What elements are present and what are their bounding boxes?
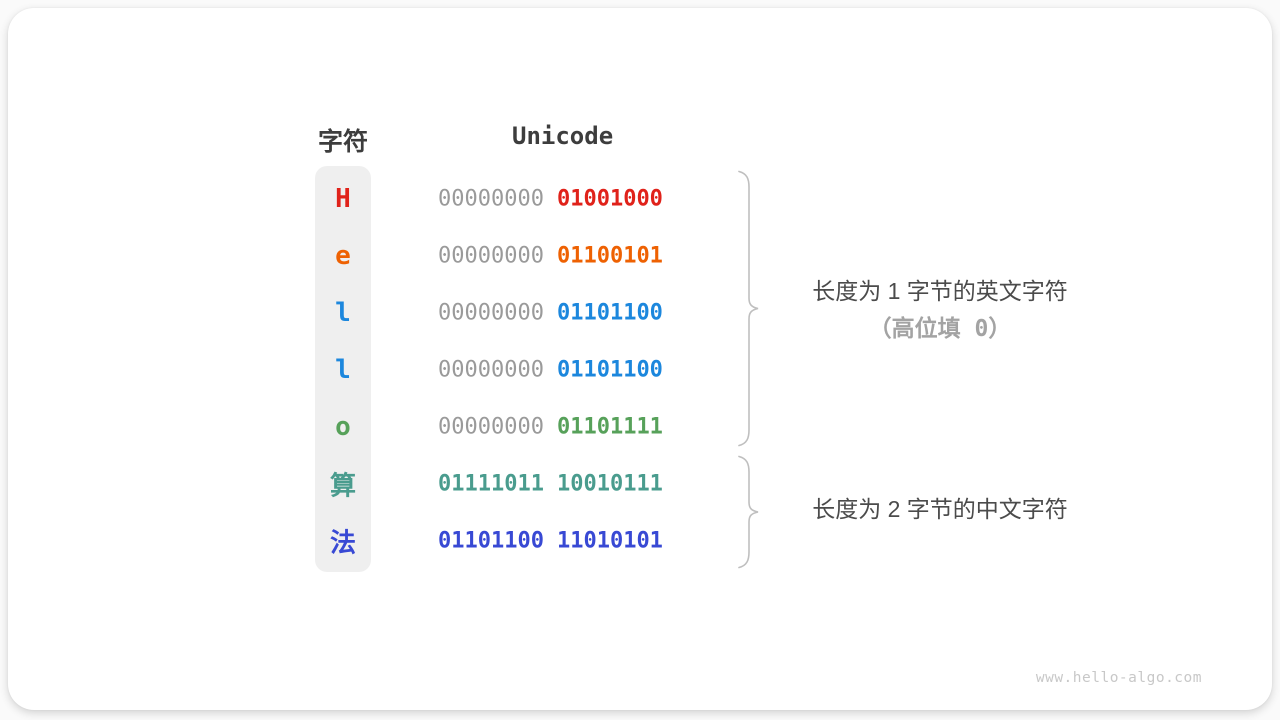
- table-row: 算 01111011 10010111: [8, 455, 1280, 512]
- character-cell: H: [335, 183, 351, 214]
- byte1: 00000000: [438, 414, 544, 439]
- table-row: o 00000000 01101111: [8, 398, 1280, 455]
- annotation-english-chars: 长度为 1 字节的英文字符 （高位填 0）: [770, 272, 1110, 348]
- unicode-bytes: 00000000 01101100: [438, 300, 663, 325]
- table-row: H 00000000 01001000: [8, 170, 1280, 227]
- byte2: 01100101: [556, 243, 663, 268]
- figure-card: 字符 Unicode H 00000000 01001000 e 00000000…: [8, 8, 1272, 710]
- annotation-chinese-chars: 长度为 2 字节的中文字符: [770, 490, 1110, 528]
- unicode-bytes: 01101100 11010101: [438, 528, 663, 553]
- unicode-bytes: 00000000 01100101: [438, 243, 663, 268]
- character-column-background: [315, 166, 371, 572]
- byte1: 00000000: [438, 300, 544, 325]
- table-row: e 00000000 01100101: [8, 227, 1280, 284]
- character-cell: 算: [329, 471, 356, 501]
- byte1: 00000000: [438, 186, 544, 211]
- unicode-bytes: 01111011 10010111: [438, 471, 663, 496]
- brace-chinese-group: [738, 455, 759, 569]
- byte1: 00000000: [438, 243, 544, 268]
- byte2: 11010101: [556, 528, 663, 553]
- watermark-url: www.hello-algo.com: [1035, 670, 1202, 686]
- byte1: 01101100: [438, 528, 544, 553]
- annotation-line-1: 长度为 1 字节的英文字符: [812, 278, 1068, 304]
- table-row: 法 01101100 11010101: [8, 512, 1280, 569]
- byte2: 01101100: [556, 357, 663, 382]
- character-cell: e: [335, 240, 351, 271]
- character-cell: 法: [329, 528, 356, 558]
- byte2: 10010111: [556, 471, 663, 496]
- byte1: 00000000: [438, 357, 544, 382]
- byte1: 01111011: [438, 471, 544, 496]
- column-header-unicode: Unicode: [512, 122, 614, 150]
- unicode-bytes: 00000000 01101100: [438, 357, 663, 382]
- unicode-bytes: 00000000 01101111: [438, 414, 663, 439]
- column-header-character: 字符: [317, 128, 368, 156]
- table-row: l 00000000 01101100: [8, 284, 1280, 341]
- unicode-bytes: 00000000 01001000: [438, 186, 663, 211]
- character-cell: l: [335, 354, 351, 385]
- byte2: 01101111: [556, 414, 663, 439]
- annotation-line-1: 长度为 2 字节的中文字符: [812, 496, 1068, 522]
- encoding-rows: H 00000000 01001000 e 00000000 01100101 l …: [8, 170, 1280, 569]
- brace-english-group: [738, 170, 759, 447]
- character-cell: l: [335, 297, 351, 328]
- character-cell: o: [335, 411, 351, 442]
- byte2: 01001000: [556, 186, 663, 211]
- annotation-line-2: （高位填 0）: [868, 316, 1012, 342]
- table-row: l 00000000 01101100: [8, 341, 1280, 398]
- byte2: 01101100: [556, 300, 663, 325]
